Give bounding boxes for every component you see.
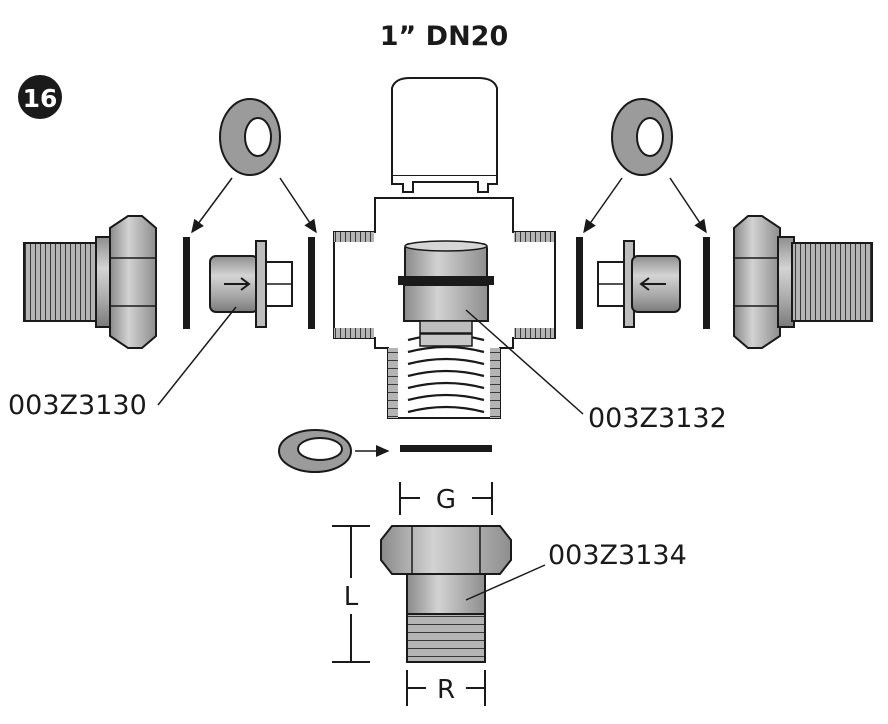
bottom-nipple-leader (465, 564, 546, 601)
g-dimension (399, 482, 493, 515)
r-dimension-label: R (437, 675, 455, 705)
l-dimension (332, 525, 370, 663)
g-dimension-label: G (436, 485, 456, 515)
left-union-fitting (23, 215, 157, 349)
l-dimension-label: L (344, 582, 359, 612)
left-washer-arrow-b (279, 177, 317, 234)
cartridge (398, 240, 494, 414)
left-gasket-b (308, 237, 315, 329)
right-washer (611, 98, 673, 176)
left-insert-label: 003Z3130 (8, 390, 147, 421)
bottom-nipple (380, 525, 512, 663)
right-insert (597, 240, 681, 328)
left-washer (219, 98, 281, 176)
right-washer-arrow-a (583, 177, 623, 234)
cartridge-leader (465, 309, 584, 415)
right-union-fitting (733, 215, 873, 349)
step-number-text: 16 (23, 84, 58, 113)
right-washer-arrow-b (669, 177, 707, 234)
bottom-washer (278, 429, 352, 473)
cartridge-label: 003Z3132 (588, 403, 727, 434)
left-washer-arrow-a (191, 177, 233, 234)
bottom-gasket (400, 445, 492, 452)
bottom-nipple-label: 003Z3134 (548, 540, 687, 571)
left-insert-leader (157, 306, 237, 406)
r-dimension (406, 670, 486, 706)
left-gasket-a (183, 237, 190, 329)
right-gasket-a (576, 237, 583, 329)
left-insert (209, 240, 293, 328)
diagram-title: 1” DN20 (380, 21, 509, 52)
right-gasket-b (703, 237, 710, 329)
step-number-badge: 16 (18, 75, 62, 119)
